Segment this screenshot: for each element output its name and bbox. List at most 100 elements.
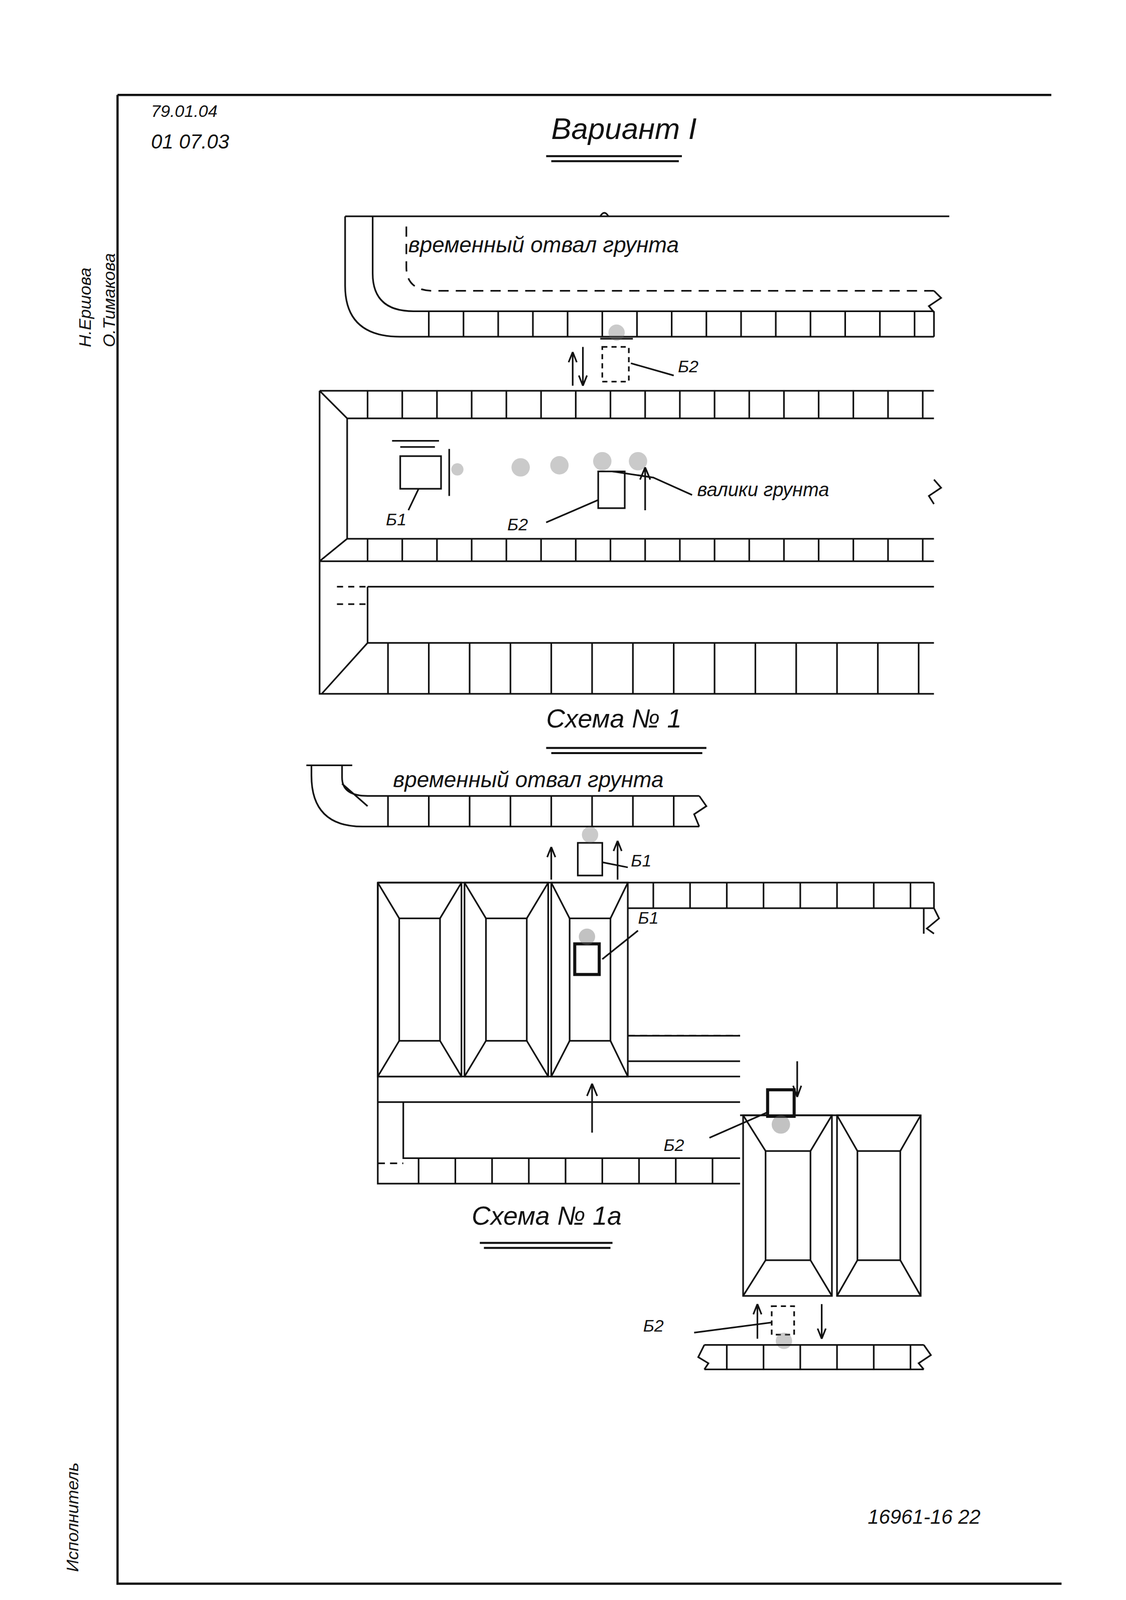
tick xyxy=(632,642,634,694)
tick xyxy=(754,642,757,694)
tick xyxy=(726,882,728,909)
tick xyxy=(672,795,675,827)
tick xyxy=(887,538,889,562)
arrow xyxy=(587,1083,598,1134)
frame xyxy=(117,94,1062,1584)
area-label: временный отвал грунта xyxy=(408,232,679,257)
tick xyxy=(644,538,646,562)
callout-label: Б1 xyxy=(385,510,407,529)
break xyxy=(600,212,941,337)
leader xyxy=(602,862,628,868)
dump-area: временный отвал грунта xyxy=(392,767,664,792)
tick xyxy=(921,538,924,562)
tick xyxy=(783,390,785,419)
tick xyxy=(762,1345,765,1370)
underline xyxy=(545,748,707,754)
tick xyxy=(601,311,604,337)
break xyxy=(928,479,941,505)
tick xyxy=(852,390,855,419)
tick xyxy=(491,1158,493,1184)
dump-band xyxy=(345,216,950,337)
tick xyxy=(454,1158,457,1184)
bucket xyxy=(391,441,450,497)
leader xyxy=(545,500,599,523)
callout-label: Б2 xyxy=(663,1136,684,1155)
tick xyxy=(873,1345,875,1370)
tick xyxy=(909,1345,912,1370)
tick xyxy=(636,311,638,337)
tick xyxy=(644,390,646,419)
tick xyxy=(428,642,430,694)
soil-heaps xyxy=(451,324,647,477)
tick xyxy=(387,642,389,694)
scheme-caption: Схема № 1а xyxy=(471,1201,622,1231)
callout-label: Б2 xyxy=(643,1316,664,1336)
callout-label: Б1 xyxy=(630,851,652,871)
tick xyxy=(799,882,801,909)
tick xyxy=(877,642,879,694)
arrow xyxy=(640,467,651,510)
callout-label: 01 07.03 xyxy=(151,130,230,153)
tick xyxy=(387,795,389,827)
soil xyxy=(579,928,596,946)
tick xyxy=(809,311,812,337)
tick xyxy=(591,642,593,694)
callout-label: 79.01.04 xyxy=(151,101,218,121)
dump-dash xyxy=(406,226,934,292)
tick xyxy=(540,390,542,419)
tick xyxy=(844,311,847,337)
tick xyxy=(879,311,881,337)
dump-area: временный отвал грунта xyxy=(408,232,679,257)
tick xyxy=(436,390,438,419)
tick xyxy=(428,311,430,337)
tick xyxy=(740,311,742,337)
leader xyxy=(630,363,674,376)
tick xyxy=(366,390,369,419)
trench-dash xyxy=(337,586,368,605)
soil xyxy=(775,1332,793,1350)
leader xyxy=(693,1322,772,1333)
side-stamp: Исполнитель xyxy=(63,1462,82,1573)
tick xyxy=(417,1158,420,1184)
underline xyxy=(479,1242,613,1248)
excavator xyxy=(577,842,603,876)
title: Вариант I xyxy=(551,112,697,146)
excavator xyxy=(400,456,442,489)
tick xyxy=(652,882,654,909)
tick xyxy=(774,311,777,337)
tick xyxy=(678,538,681,562)
site xyxy=(377,882,940,1184)
tick xyxy=(470,538,473,562)
tick xyxy=(527,1158,530,1184)
soil xyxy=(771,1115,791,1135)
tick xyxy=(835,882,838,909)
tick xyxy=(564,1158,567,1184)
tick xyxy=(575,390,577,419)
tick xyxy=(609,538,612,562)
tick xyxy=(366,538,369,562)
tick xyxy=(638,1158,640,1184)
tick xyxy=(762,882,765,909)
scheme-caption: Схема № 1 xyxy=(545,704,682,734)
tick xyxy=(591,795,593,827)
tick xyxy=(748,538,751,562)
trench xyxy=(319,390,934,694)
tick xyxy=(436,538,438,562)
tick xyxy=(835,1345,838,1370)
tick xyxy=(462,311,465,337)
excavator xyxy=(767,1089,795,1117)
leader xyxy=(709,1112,768,1139)
area-label: временный отвал грунта xyxy=(392,767,664,792)
ticks xyxy=(367,311,923,1370)
tick xyxy=(601,1158,604,1184)
tick xyxy=(470,390,473,419)
tick xyxy=(609,390,612,419)
arrows xyxy=(753,1304,826,1339)
tick xyxy=(509,795,512,827)
callout-label: 16961-16 22 xyxy=(867,1505,981,1528)
tick xyxy=(468,795,471,827)
pits xyxy=(377,882,921,1297)
tick xyxy=(705,311,708,337)
tick xyxy=(497,311,499,337)
leader xyxy=(602,930,638,960)
